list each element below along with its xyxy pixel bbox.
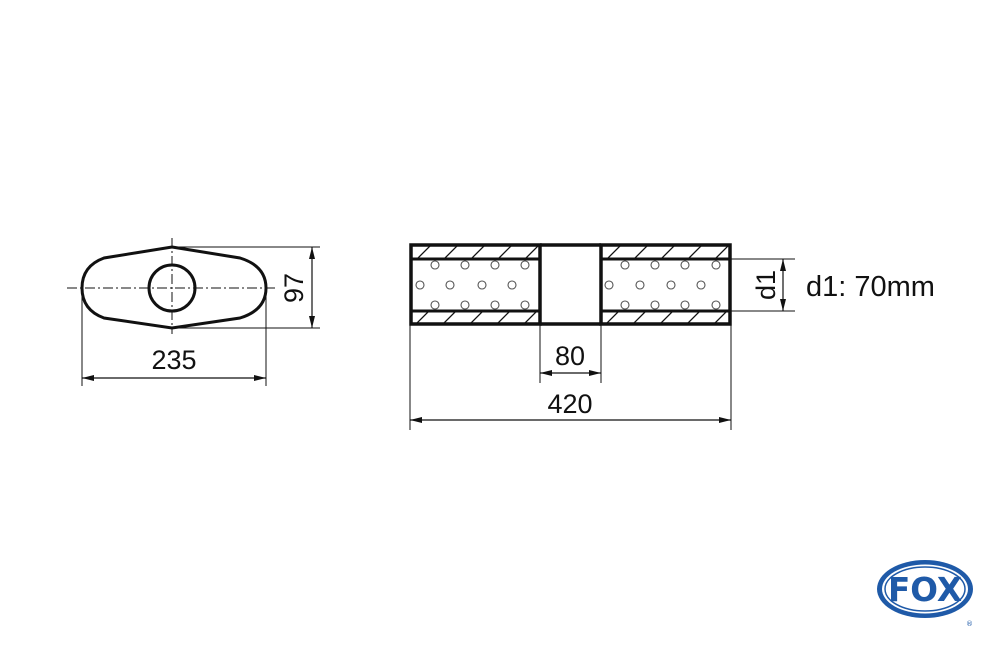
- front-view: 97 235: [67, 238, 320, 386]
- fox-logo: FOX ®: [877, 560, 973, 628]
- length-label: 420: [547, 389, 592, 419]
- left-chamber: [409, 243, 542, 326]
- hatching: [416, 246, 729, 323]
- width-label: 235: [151, 345, 196, 375]
- gap-label: 80: [555, 341, 585, 371]
- d1-symbol: d1: [751, 270, 781, 300]
- right-chamber: [599, 243, 732, 326]
- height-label: 97: [279, 273, 309, 303]
- diameter-spec: d1: 70mm: [806, 271, 935, 303]
- registered-mark: ®: [966, 620, 973, 628]
- perforation-holes: [415, 260, 721, 310]
- side-view: d1 80 420: [409, 243, 795, 430]
- logo-text: FOX: [888, 570, 962, 609]
